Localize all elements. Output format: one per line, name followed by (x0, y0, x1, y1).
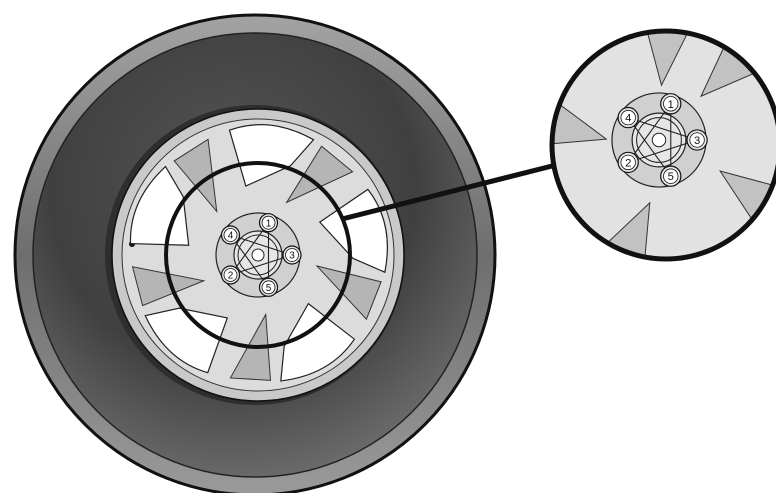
lug-nut-label: 5 (668, 171, 674, 183)
lug-nut-2: 2 (617, 151, 639, 174)
lug-nut-4: 4 (617, 106, 639, 129)
tightening-sequence-star (626, 103, 699, 178)
hub-magnified: 1 2 3 4 5 (611, 92, 708, 188)
lug-nut-label: 3 (694, 135, 700, 147)
lug-nut-3: 3 (282, 245, 302, 265)
lug-nut-4: 4 (220, 225, 241, 245)
spoke-window (280, 302, 356, 382)
spoke-window (129, 165, 190, 246)
lug-nut-label: 5 (266, 283, 272, 294)
lug-nut-label: 2 (228, 271, 234, 282)
spoke-window (228, 124, 315, 187)
lug-nut-label: 2 (625, 157, 631, 169)
tightening-sequence-star (229, 222, 294, 290)
zoom-connector-line (341, 161, 561, 222)
lug-nut-label: 1 (668, 99, 674, 111)
lug-nut-2: 2 (220, 265, 241, 285)
lug-nut-label: 3 (289, 251, 295, 262)
lug-nut-label: 4 (228, 231, 234, 242)
lug-nut-5: 5 (258, 277, 279, 297)
spoke-window (144, 307, 229, 374)
zoom-indicator-circle (164, 161, 352, 349)
magnified-detail: 1 2 3 4 5 (549, 28, 776, 262)
hub-main: 1 2 3 4 5 (215, 212, 302, 298)
lug-nut-label: 4 (625, 113, 631, 125)
lug-nut-label: 1 (266, 218, 272, 229)
lug-nut-1: 1 (660, 93, 682, 115)
wheel-rim (111, 108, 405, 402)
lug-nut-1: 1 (258, 213, 279, 233)
lug-nut-5: 5 (660, 165, 682, 187)
lug-nut-3: 3 (686, 129, 708, 151)
